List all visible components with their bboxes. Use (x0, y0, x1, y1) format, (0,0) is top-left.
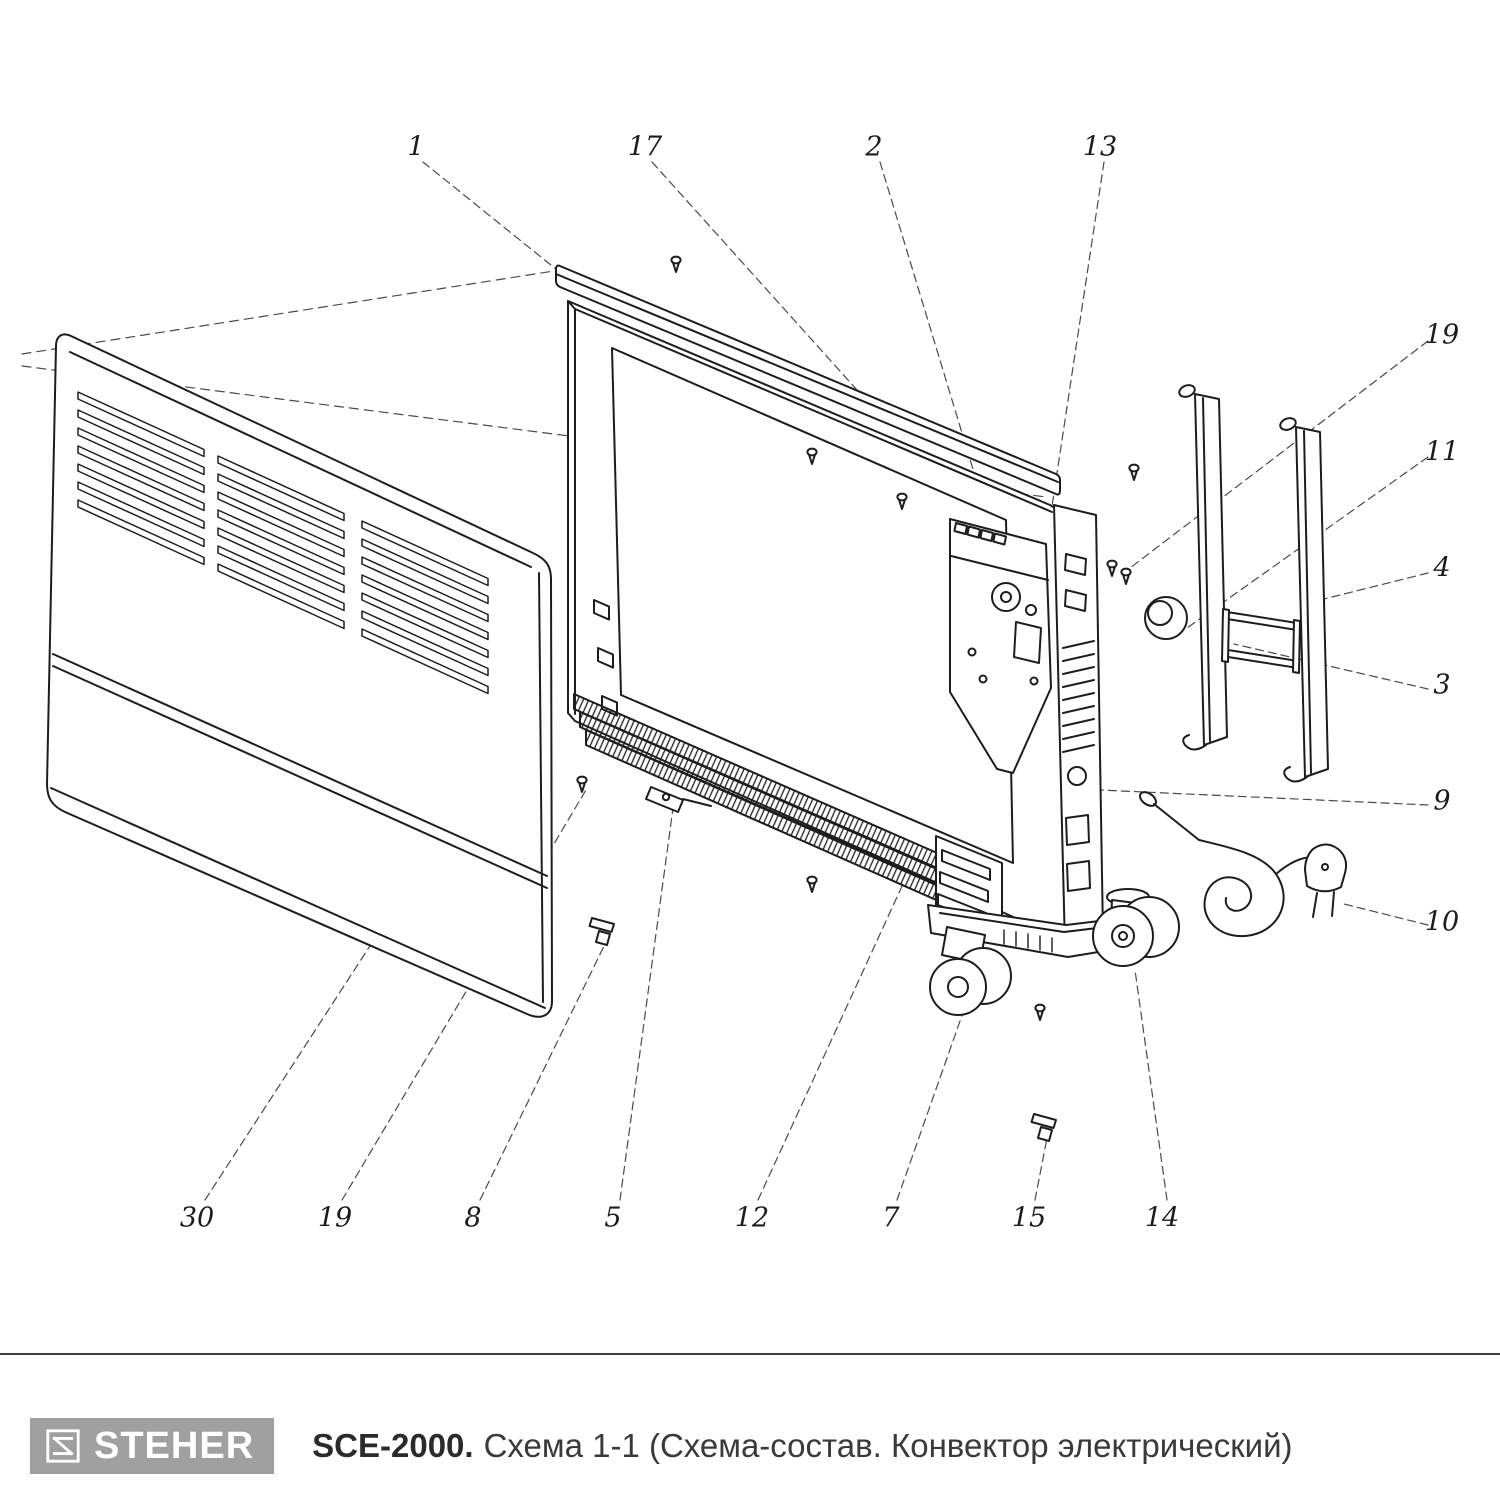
wall-bracket-right (1279, 417, 1329, 783)
scheme-title: Схема 1-1 (Схема-состав. Конвектор элект… (483, 1427, 1293, 1464)
element-bracket (645, 786, 712, 813)
callout-label-c10: 10 (1424, 906, 1460, 938)
front-panel (46, 333, 553, 1018)
callout-label-c13: 13 (1082, 131, 1118, 163)
bracket-crossbar (1221, 608, 1301, 674)
callout-label-c4: 4 (1433, 552, 1451, 584)
model-number: SCE-2000. (312, 1427, 474, 1464)
brand-name: STEHER (94, 1425, 255, 1467)
caster-right (1092, 888, 1180, 967)
callout-label-c11: 11 (1424, 436, 1460, 468)
brand-logo: STEHER (30, 1418, 275, 1474)
wall-bracket-left (1178, 384, 1228, 751)
callout-label-c12: 12 (734, 1202, 770, 1234)
power-plug (1304, 843, 1348, 918)
callout-label-c1: 1 (407, 131, 425, 163)
callout-label-c14: 14 (1144, 1202, 1180, 1234)
callout-label-c15: 15 (1011, 1202, 1047, 1234)
callout-label-c19r: 19 (1424, 319, 1460, 351)
callout-label-c9: 9 (1433, 785, 1451, 817)
heating-element (573, 693, 1003, 934)
back-panel (567, 300, 1068, 938)
brand-icon (46, 1429, 80, 1463)
callout-label-c30: 30 (179, 1202, 215, 1234)
callout-label-c7: 7 (882, 1202, 900, 1234)
top-cover-strip (555, 264, 1061, 496)
caster-left (929, 926, 1012, 1016)
callout-label-c17: 17 (627, 131, 663, 163)
callout-label-c2: 2 (865, 131, 883, 163)
callout-label-c5: 5 (604, 1202, 622, 1234)
footer-title: SCE-2000.Схема 1-1 (Схема-состав. Конвек… (312, 1427, 1292, 1465)
callout-label-c8: 8 (464, 1202, 482, 1234)
thermostat-knob (1144, 596, 1188, 640)
callout-label-c19b: 19 (317, 1202, 353, 1234)
control-box (949, 518, 1052, 774)
cable-clip-bottom (1030, 1113, 1057, 1142)
footer-divider (0, 1353, 1500, 1355)
exploded-diagram (21, 161, 1429, 1201)
footer: STEHER SCE-2000.Схема 1-1 (Схема-состав.… (30, 1418, 1293, 1474)
cable-clip-left (588, 917, 615, 946)
callout-label-c3: 3 (1433, 669, 1451, 701)
